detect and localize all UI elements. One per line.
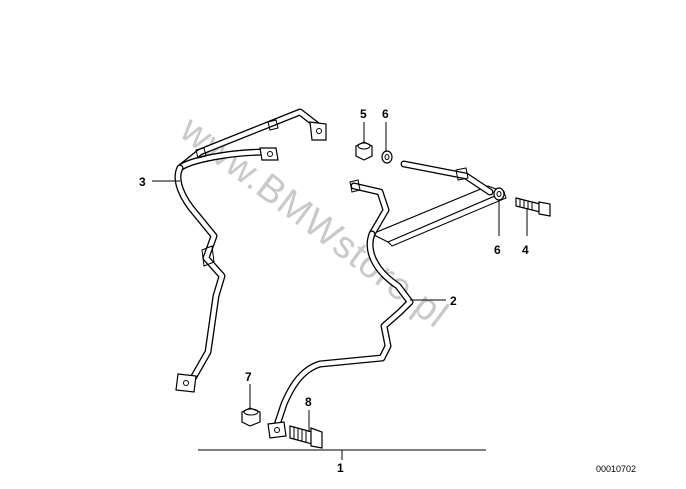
- pannier-frame-right-icon[interactable]: [267, 160, 507, 439]
- nut-icon[interactable]: [355, 141, 373, 161]
- callout-6-right: 6: [494, 243, 501, 257]
- leader-lines: [152, 122, 528, 460]
- washer-icon[interactable]: [493, 187, 505, 201]
- bolt-icon[interactable]: [515, 197, 551, 217]
- callout-7: 7: [245, 370, 252, 384]
- callout-1: 1: [337, 461, 344, 475]
- callout-3: 3: [139, 175, 146, 189]
- diagram-id: 00010702: [596, 464, 636, 474]
- callout-2: 2: [450, 294, 457, 308]
- callout-5: 5: [360, 107, 367, 121]
- bolt-icon[interactable]: [289, 425, 323, 449]
- callout-4: 4: [522, 243, 529, 257]
- callout-6-top: 6: [382, 107, 389, 121]
- nut-icon[interactable]: [241, 407, 261, 427]
- pannier-frame-left-icon[interactable]: [174, 108, 327, 393]
- callout-8: 8: [305, 395, 312, 409]
- washer-icon[interactable]: [381, 150, 393, 164]
